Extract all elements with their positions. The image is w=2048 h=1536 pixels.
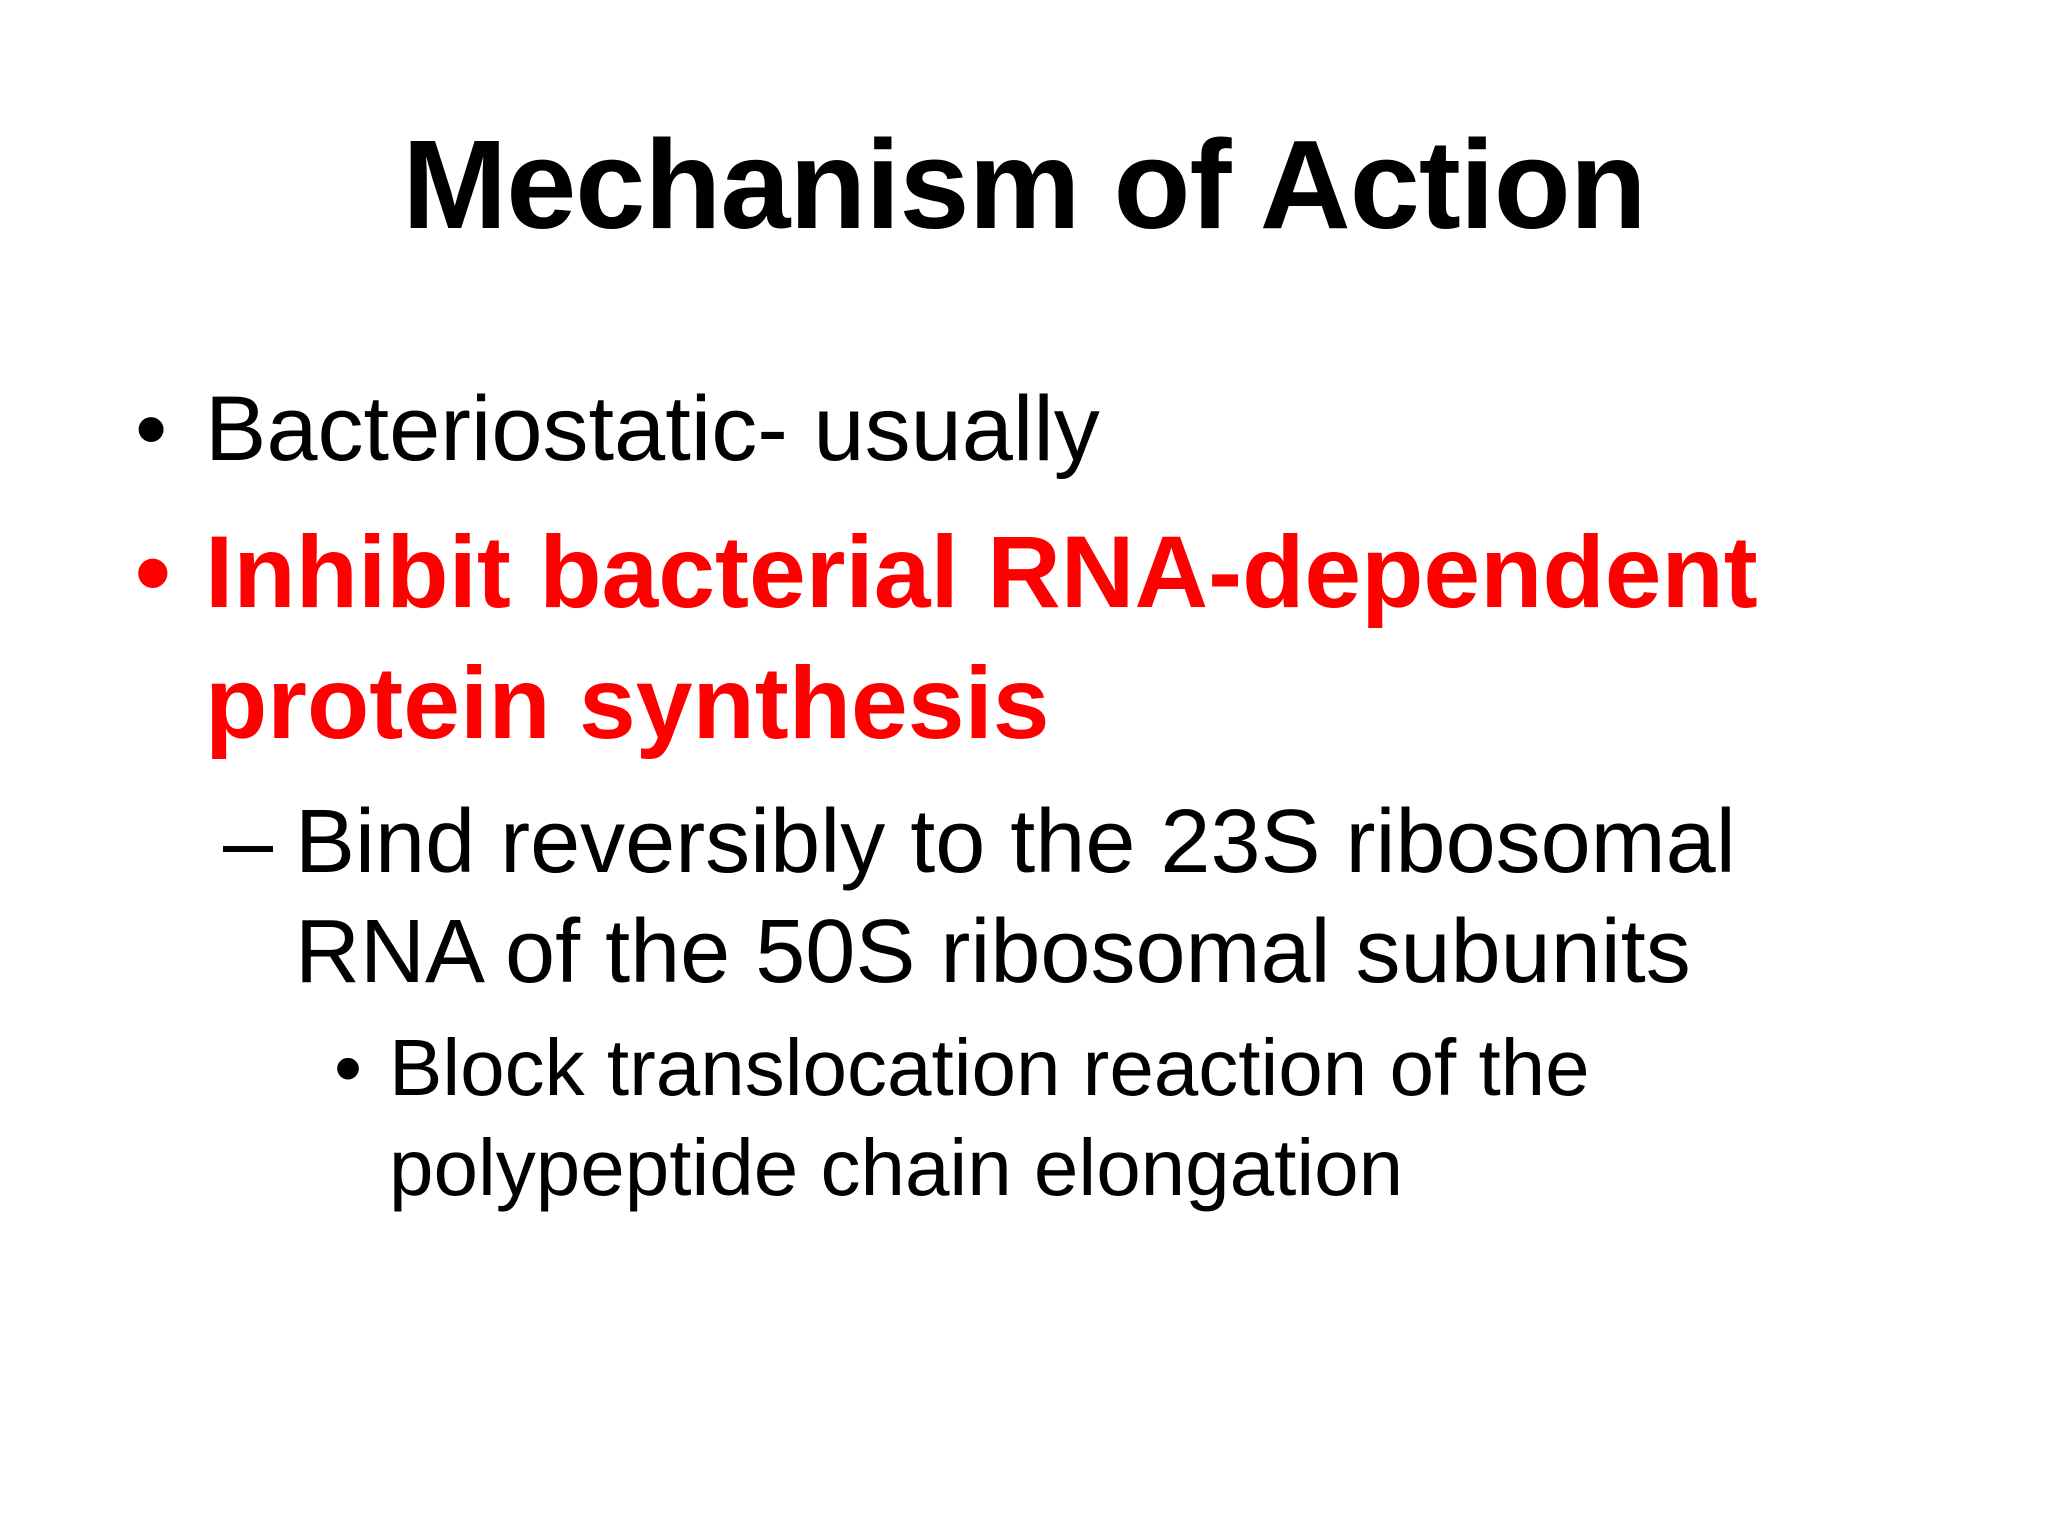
sub-bullet-bind-reversibly: – Bind reversibly to the 23S ribosomal R… (0, 788, 2008, 1008)
bullet-dot-icon: • (135, 378, 168, 480)
bullet-text: Bacteriostatic- usually (205, 378, 1100, 480)
sub-bullet-text: Bind reversibly to the 23S ribosomal RNA… (295, 792, 1736, 1002)
bullet-inhibit-protein-synthesis: • Inhibit bacterial RNA-dependent protei… (0, 507, 2008, 768)
dash-bullet-icon: – (223, 792, 274, 893)
sub-sub-bullet-text: Block translocation reaction of the poly… (389, 1022, 1590, 1212)
sub-sub-bullet-block-translocation: • Block translocation reaction of the po… (0, 1018, 2008, 1218)
slide-body: • Bacteriostatic- usually • Inhibit bact… (0, 372, 2008, 1218)
bullet-bacteriostatic: • Bacteriostatic- usually (0, 372, 2008, 487)
bullet-dot-icon: • (135, 515, 171, 629)
bullet-text-emphasis: Inhibit bacterial RNA-dependent protein … (205, 515, 1758, 760)
bullet-dot-icon: • (334, 1022, 363, 1112)
slide-title: Mechanism of Action (402, 114, 1646, 255)
